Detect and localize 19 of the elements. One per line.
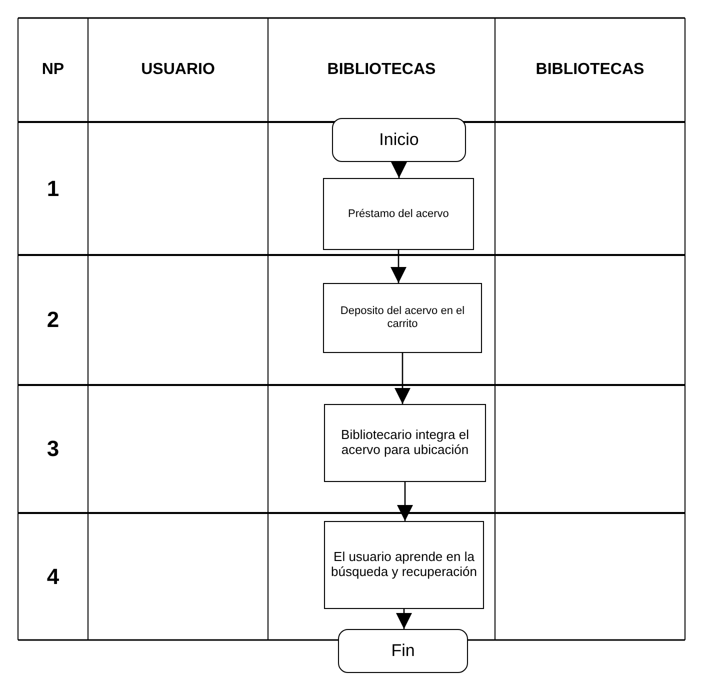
process-box: El usuario aprende en la búsqueda y recuperación (324, 521, 484, 609)
step-number: 4 (46, 564, 60, 590)
process-box: Bibliotecario integra el acervo para ubicación (324, 404, 486, 482)
arrow (397, 482, 413, 521)
step-number: 1 (46, 176, 60, 202)
terminator-box: Fin (338, 629, 468, 673)
arrow (391, 162, 407, 178)
column-header: BIBLIOTECAS (327, 61, 436, 79)
terminator-box: Inicio (332, 118, 466, 162)
arrow (396, 609, 412, 629)
step-number: 2 (46, 307, 60, 333)
column-header: USUARIO (141, 61, 215, 79)
arrow (394, 353, 410, 404)
column-header: NP (42, 61, 64, 79)
process-box: Préstamo del acervo (323, 178, 474, 250)
process-box: Deposito del acervo en el carrito (323, 283, 482, 353)
column-header: BIBLIOTECAS (536, 61, 644, 79)
step-number: 3 (46, 436, 60, 462)
arrow (390, 250, 406, 283)
